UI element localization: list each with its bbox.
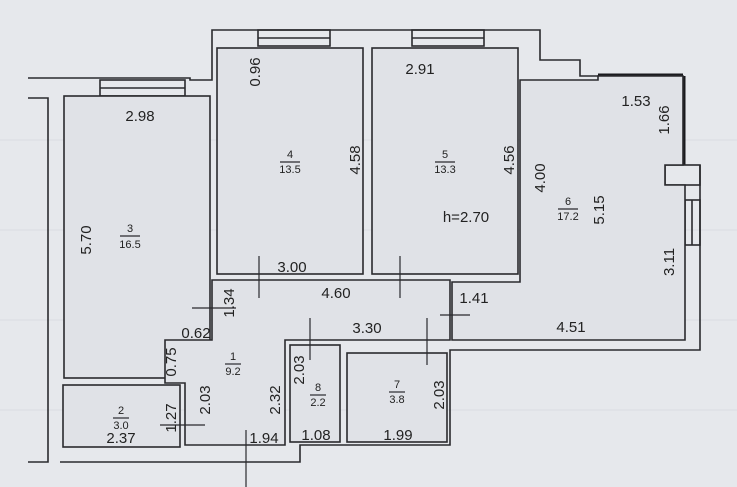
dimension-label: 1.66 [656,105,673,134]
dimension-label: 3.00 [277,259,306,276]
dimension-label: 1.34 [221,288,238,317]
svg-text:6: 6 [565,196,571,208]
dimension-label: 1.41 [459,290,488,307]
dimension-label: 1.94 [249,430,278,447]
room-label-3: 316.5 [119,223,140,251]
dimension-label: 4.58 [347,145,364,174]
dimension-label: 1.08 [301,427,330,444]
dimension-label: 4.00 [532,163,549,192]
svg-text:7: 7 [394,379,400,391]
room-label-5: 513.3 [434,149,455,176]
svg-text:1: 1 [230,351,236,363]
dimension-label: 5.70 [78,225,95,254]
dimension-label: 2.37 [106,430,135,447]
dimension-label: 0.75 [163,347,180,376]
svg-text:16.5: 16.5 [119,239,140,251]
dimension-label: 1.99 [383,427,412,444]
svg-text:2.2: 2.2 [310,397,325,409]
dimension-label: 2.91 [405,61,434,78]
ceiling-height: h=2.70 [443,209,489,226]
svg-text:13.5: 13.5 [279,164,300,176]
room-4 [216,47,364,275]
svg-text:8: 8 [315,382,321,394]
room-2 [62,384,181,448]
dimension-label: 5.15 [591,195,608,224]
svg-text:13.3: 13.3 [434,164,455,176]
dimension-label: 4.60 [321,285,350,302]
room-labels: 316.5 413.5 513.3 617.2 19.2 23.0 82.2 7… [113,149,579,432]
dimension-label: 4.56 [501,145,518,174]
room-label-2: 23.0 [113,405,129,432]
corridor [164,279,451,446]
room-5 [371,47,519,275]
rooms [62,47,686,448]
svg-text:2: 2 [118,405,124,417]
svg-text:3.8: 3.8 [389,394,404,406]
room-8 [289,344,341,443]
room-label-8: 82.2 [310,382,326,409]
dimension-label: 2.32 [267,385,284,414]
svg-text:9.2: 9.2 [225,366,240,378]
dimension-label: 2.03 [197,385,214,414]
dimension-label: 4.51 [556,319,585,336]
room-label-7: 73.8 [389,379,405,406]
dimension-label: 2.03 [291,355,308,384]
room-label-1: 19.2 [225,351,241,378]
dimension-label: 0.96 [247,57,264,86]
room-7 [346,352,448,443]
dimension-label: 3.30 [352,320,381,337]
dimension-label: 1.53 [621,93,650,110]
svg-text:17.2: 17.2 [557,211,578,223]
dimensions: 2.98 2.91 1.53 3.00 4.60 1.41 3.30 4.51 … [78,57,678,447]
svg-text:5: 5 [442,149,448,161]
dimension-label: 2.98 [125,108,154,125]
dimension-label: 2.03 [431,380,448,409]
room-6 [451,75,686,341]
room-label-6: 617.2 [557,196,578,223]
dimension-label: 3.11 [661,248,678,276]
svg-text:4: 4 [287,149,293,161]
svg-text:3: 3 [127,223,133,235]
room-label-4: 413.5 [279,149,300,176]
svg-text:3.0: 3.0 [113,420,128,432]
dimension-ticks [160,256,470,487]
dimension-label: 0.62 [181,325,210,342]
dimension-label: 1.27 [163,403,180,432]
room-3 [63,95,211,379]
